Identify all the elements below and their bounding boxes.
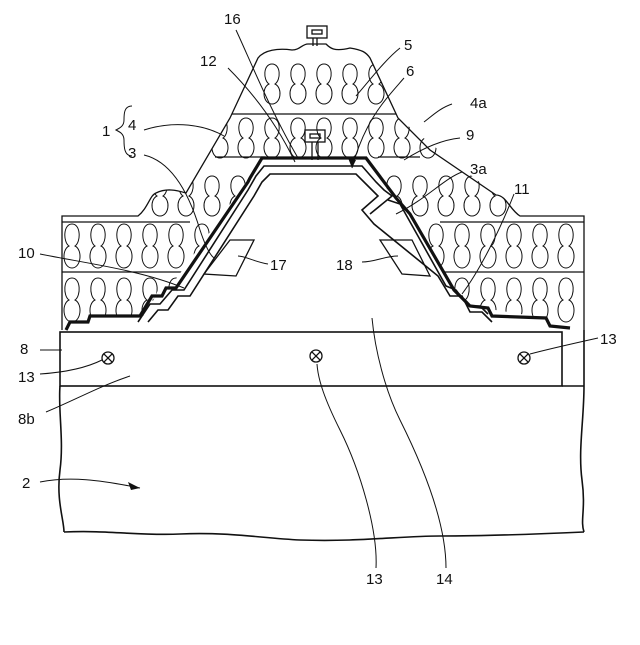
fiber-blob bbox=[90, 224, 106, 268]
label-13-bottom: 13 bbox=[366, 571, 383, 588]
top-hanger bbox=[307, 26, 327, 46]
fiber-blob bbox=[532, 278, 548, 322]
fiber-blob bbox=[116, 224, 132, 268]
label-2: 2 bbox=[22, 475, 30, 492]
label-11: 11 bbox=[514, 181, 530, 198]
fiber-blob bbox=[342, 118, 358, 158]
bolt-center-icon bbox=[310, 350, 322, 362]
label-12: 12 bbox=[200, 53, 217, 70]
label-8: 8 bbox=[20, 341, 28, 358]
label-6: 6 bbox=[406, 63, 414, 80]
wall-body bbox=[59, 330, 584, 540]
fiber-blob bbox=[558, 278, 574, 322]
fiber-blob bbox=[532, 224, 548, 268]
fiber-blob bbox=[316, 64, 332, 104]
label-13-left: 13 bbox=[18, 369, 35, 386]
fiber-blob bbox=[152, 176, 168, 216]
fiber-blob bbox=[178, 176, 194, 216]
fiber-blob bbox=[290, 64, 306, 104]
inner-hanger bbox=[305, 130, 325, 160]
label-1: 1 bbox=[102, 123, 110, 140]
fiber-blob bbox=[368, 118, 384, 158]
label-17: 17 bbox=[270, 257, 287, 274]
fiber-blob bbox=[394, 118, 410, 158]
fiber-blob bbox=[438, 176, 454, 216]
label-4a: 4a bbox=[470, 95, 487, 112]
fiber-blob bbox=[290, 118, 306, 158]
label-14: 14 bbox=[436, 571, 453, 588]
label-4: 4 bbox=[128, 117, 136, 134]
fiber-blob bbox=[142, 224, 158, 268]
label-9: 9 bbox=[466, 127, 474, 144]
fiber-blob bbox=[168, 224, 184, 268]
label-13-right: 13 bbox=[600, 331, 617, 348]
label-16: 16 bbox=[224, 11, 241, 28]
fiber-blob bbox=[506, 224, 522, 268]
fiber-blob bbox=[454, 224, 470, 268]
bolt-right-icon bbox=[518, 352, 530, 364]
label-5: 5 bbox=[404, 37, 412, 54]
fiber-blob bbox=[558, 224, 574, 268]
label-8b: 8b bbox=[18, 411, 35, 428]
fiber-blob bbox=[64, 278, 80, 322]
label-3a: 3a bbox=[470, 161, 487, 178]
bolt-left-icon bbox=[102, 352, 114, 364]
label-3: 3 bbox=[128, 145, 136, 162]
fiber-blob bbox=[212, 118, 228, 158]
fiber-blob bbox=[264, 118, 280, 158]
fiber-blob bbox=[238, 118, 254, 158]
fiber-blob bbox=[490, 176, 506, 216]
fiber-blob bbox=[342, 64, 358, 104]
label-18: 18 bbox=[336, 257, 353, 274]
fiber-blob bbox=[204, 176, 220, 216]
label-10: 10 bbox=[18, 245, 35, 262]
